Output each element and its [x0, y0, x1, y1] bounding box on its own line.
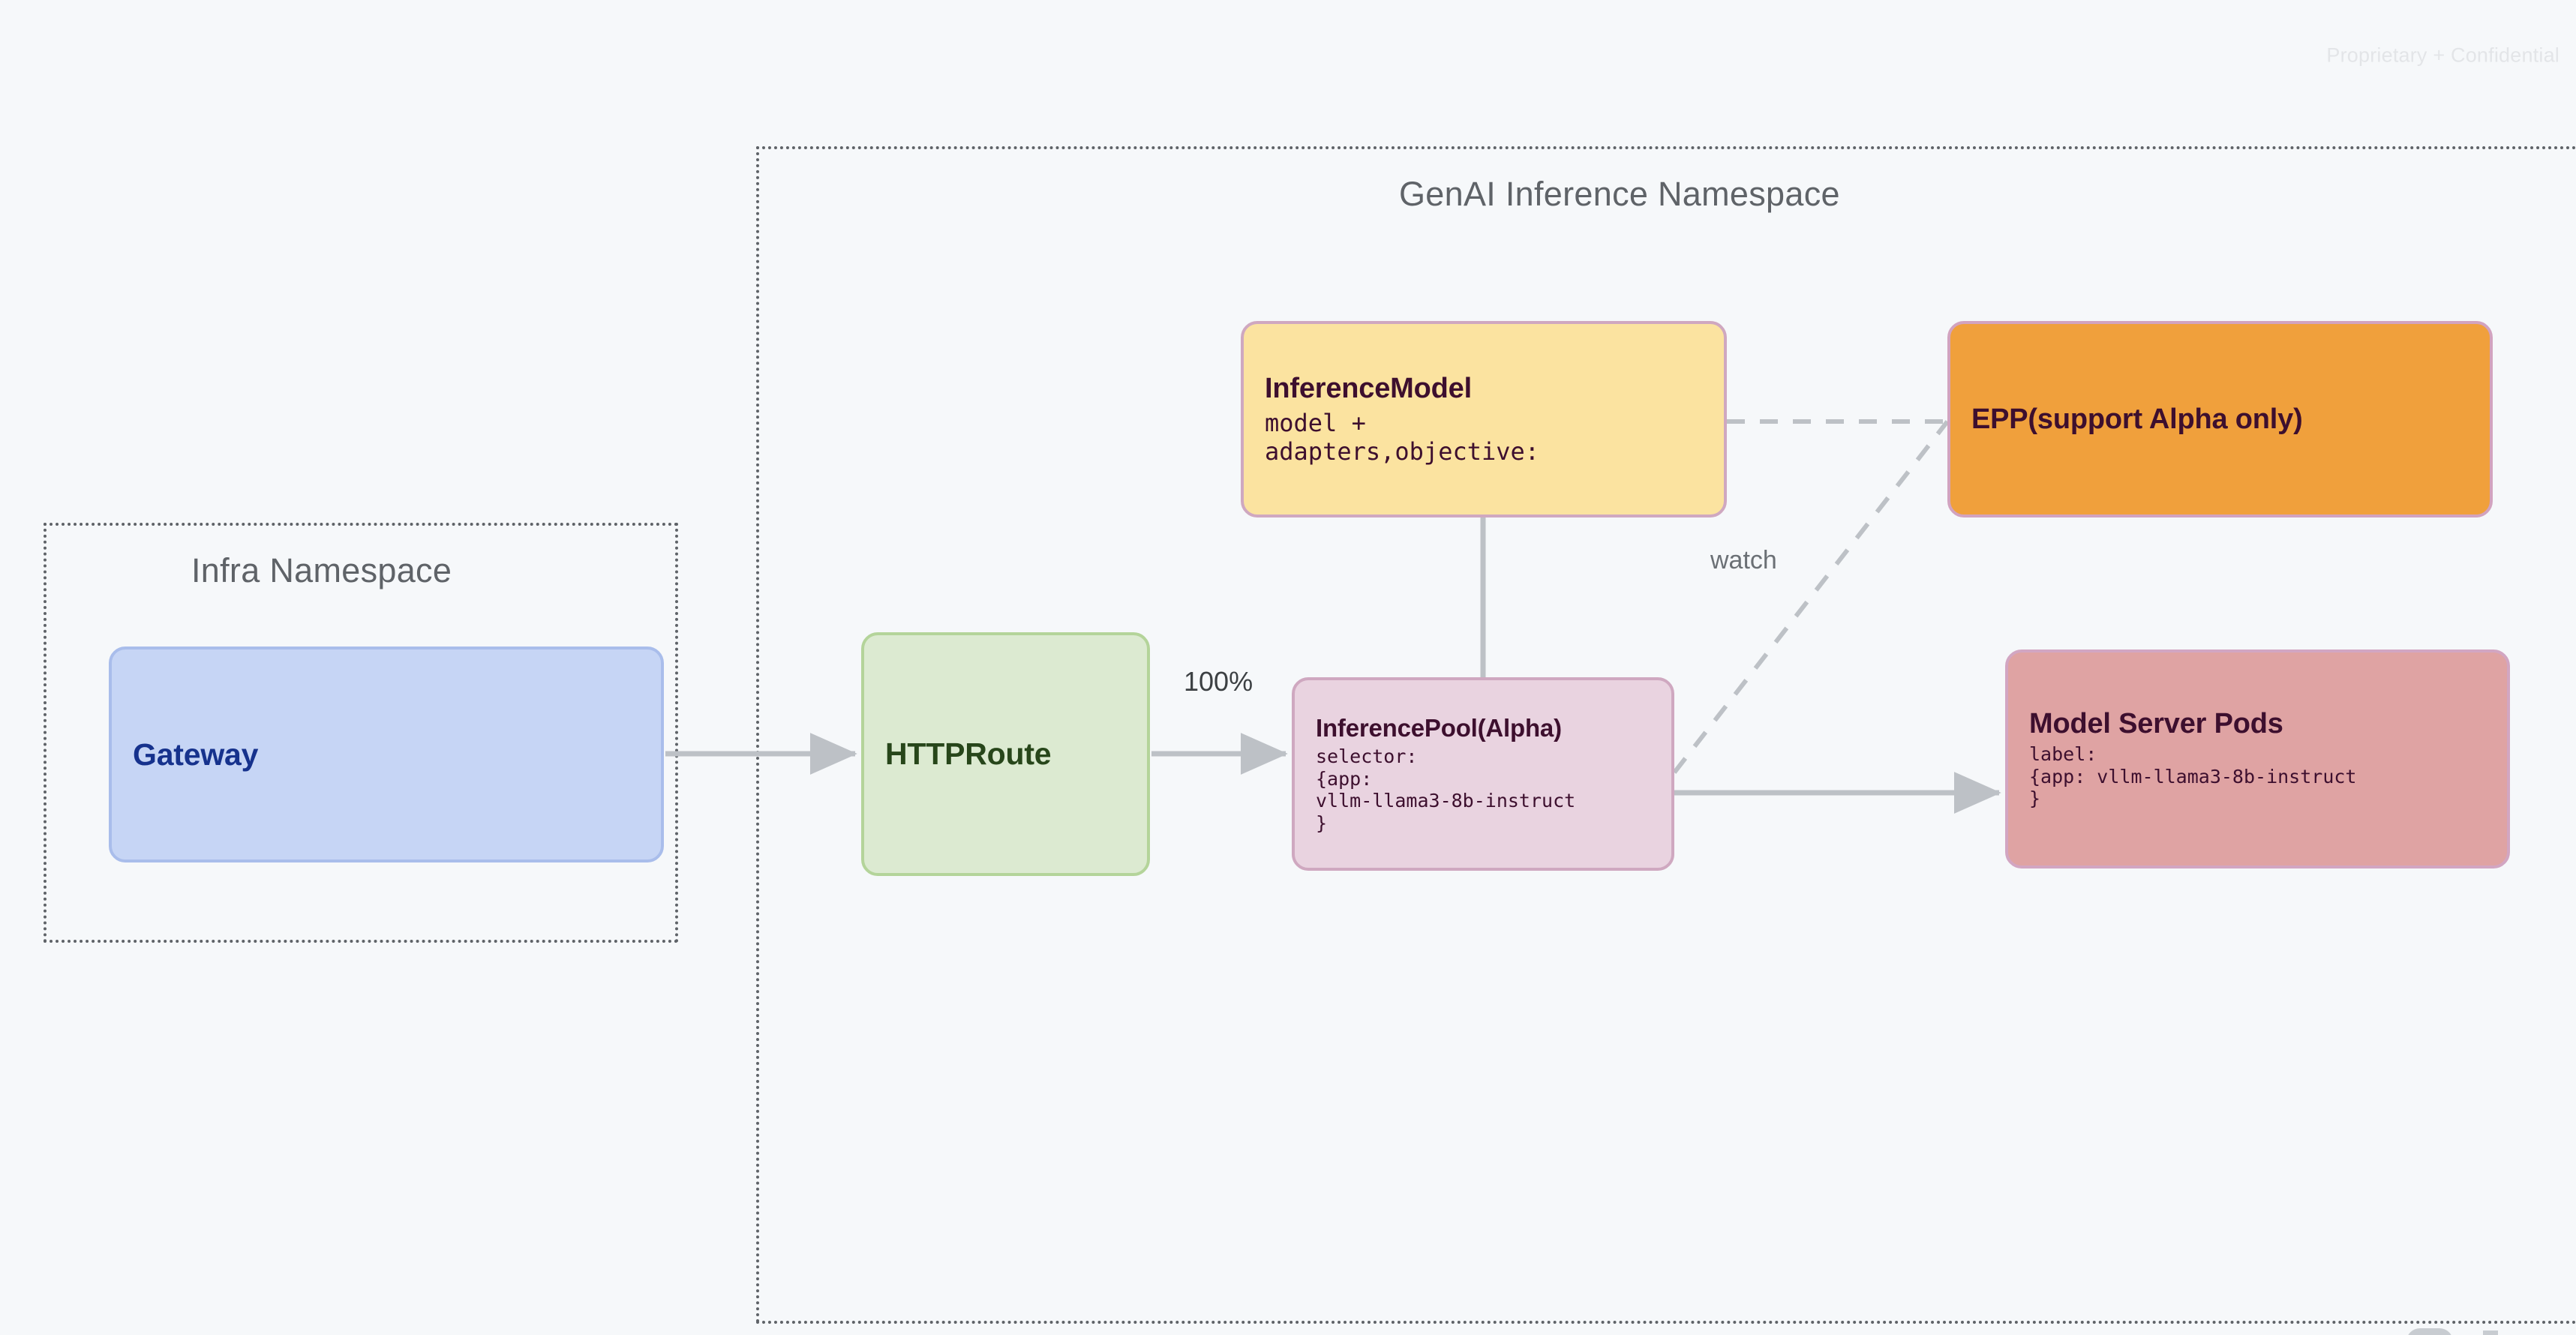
- cropped-watermark-shape-1: [2406, 1328, 2453, 1335]
- node-model-server-pods-spec: label: {app: vllm-llama3-8b-instruct }: [2029, 743, 2357, 810]
- node-inferencepool-spec: selector: {app: vllm-llama3-8b-instruct …: [1316, 746, 1576, 834]
- node-epp[interactable]: EPP(support Alpha only): [1947, 321, 2493, 518]
- node-gateway-title: Gateway: [133, 736, 259, 772]
- edge-label-traffic-split: 100%: [1184, 666, 1253, 697]
- node-inferencemodel-spec: model + adapters,objective:: [1265, 408, 1540, 466]
- namespace-genai-inference: [756, 146, 2576, 1324]
- node-inferencemodel-title: InferenceModel: [1265, 372, 1472, 404]
- node-httproute[interactable]: HTTPRoute: [861, 632, 1150, 876]
- namespace-infra: [44, 523, 678, 943]
- node-inferencemodel[interactable]: InferenceModel model + adapters,objectiv…: [1241, 321, 1727, 518]
- namespace-genai-inference-title: GenAI Inference Namespace: [1399, 175, 1840, 213]
- namespace-infra-title: Infra Namespace: [191, 551, 452, 590]
- node-model-server-pods-title: Model Server Pods: [2029, 708, 2283, 740]
- edge-label-watch: watch: [1710, 546, 1777, 574]
- node-gateway[interactable]: Gateway: [109, 646, 664, 862]
- node-epp-title: EPP(support Alpha only): [1971, 403, 2303, 435]
- node-inferencepool-title: InferencePool(Alpha): [1316, 714, 1562, 742]
- confidentiality-notice: Proprietary + Confidential: [2326, 44, 2559, 67]
- node-model-server-pods[interactable]: Model Server Pods label: {app: vllm-llam…: [2005, 650, 2510, 868]
- cropped-watermark-shape-2: [2483, 1330, 2498, 1335]
- node-httproute-title: HTTPRoute: [885, 736, 1052, 771]
- node-inferencepool[interactable]: InferencePool(Alpha) selector: {app: vll…: [1292, 677, 1674, 871]
